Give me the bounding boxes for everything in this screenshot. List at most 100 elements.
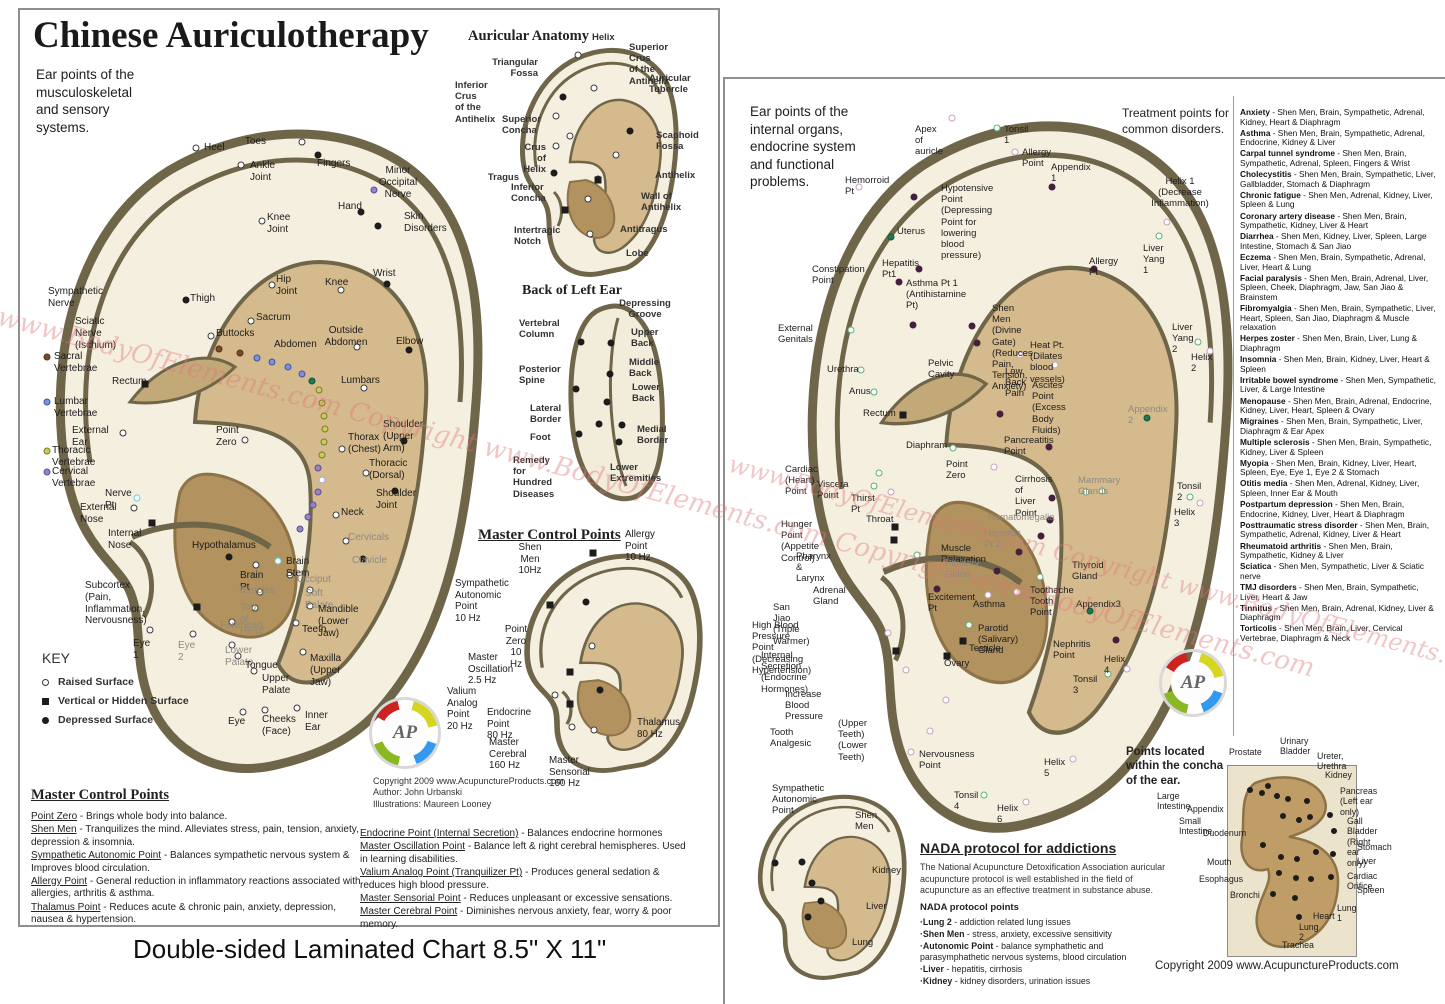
acupoint-dot — [286, 571, 294, 579]
acupoint-dot — [119, 429, 127, 437]
definition-term: Shen Men — [31, 824, 77, 836]
acupoint-dot — [973, 339, 981, 347]
treatment-name: Eczema — [1240, 252, 1271, 263]
nada-point-label: Liver — [866, 901, 887, 912]
acupoint-label: Inner Ear — [305, 710, 328, 733]
master-ear-dot — [568, 723, 576, 731]
caption: Double-sided Laminated Chart 8.5" X 11" — [133, 934, 607, 964]
treatment-entry: Herpes zoster - Shen Men, Brain, Liver, … — [1240, 334, 1440, 353]
treatment-points: - Shen Men, Brain, Adrenal, Endocrine, K… — [1240, 395, 1432, 416]
acupoint-dot — [148, 519, 156, 527]
acupoint-dot — [899, 411, 907, 419]
back-ear-label: Lower Back — [632, 382, 660, 405]
acupoint-dot — [913, 551, 921, 559]
anatomy-label: Tragus — [487, 172, 519, 183]
key-item: Raised Surface — [42, 676, 189, 688]
acupoint-dot — [1045, 443, 1053, 451]
treatment-points: - Shen Men, Brain, Sympathetic, Kidney, … — [1240, 437, 1432, 457]
acupoint-dot — [337, 286, 345, 294]
acupoint-dot — [1194, 338, 1202, 346]
anatomy-label: Antitragus — [620, 224, 668, 235]
treatment-points: - Shen Men, Brain, Sympathetic, Liver, D… — [1240, 416, 1423, 436]
concha-point-dot — [1270, 891, 1276, 897]
treatment-entry: Sciatica - Shen Men, Sympathetic, Liver … — [1240, 561, 1440, 581]
master-ear-dot — [582, 598, 590, 606]
treatment-name: Cholecystitis — [1240, 169, 1292, 180]
acupoint-label: Low Back Pain — [1005, 366, 1027, 400]
treatment-entry: Menopause - Shen Men, Brain, Adrenal, En… — [1240, 395, 1440, 416]
acupoint-dot — [405, 346, 413, 354]
concha-point-label: Gall Bladder (Right ear only) — [1347, 816, 1378, 868]
back-ear-dot — [572, 385, 580, 393]
key-marker-icon — [42, 716, 49, 724]
acupoint-dot — [353, 343, 361, 351]
concha-point-label: Bronchi — [1230, 890, 1260, 900]
nada-point-entry: ·Liver - hepatitis, cirrhosis — [920, 964, 1172, 975]
concha-illustration — [1240, 776, 1340, 949]
acupoint-dot — [318, 399, 326, 407]
nada-heading: NADA protocol for addictions — [920, 840, 1117, 856]
acupoint-dot — [1112, 636, 1120, 644]
treatment-name: Sciatica — [1240, 561, 1272, 572]
acupoint-dot — [1123, 665, 1131, 673]
anatomy-dot — [559, 93, 567, 101]
acupoint-label: Excitement Pt — [928, 592, 975, 615]
acupoint-label: Helix 4 — [1104, 654, 1126, 677]
definition-entry: Valium Analog Point (Tranquilizer Pt) - … — [360, 867, 696, 892]
acupoint-dot — [253, 354, 261, 362]
acupoint-label: Sacrum — [256, 312, 291, 323]
treatment-points: - Shen Men, Brain, Adrenal, Kidney, Live… — [1240, 602, 1434, 623]
acupoint-dot — [891, 523, 899, 531]
acupoint-label: Brain Pt — [240, 570, 264, 593]
treatment-entry: Otitis media - Shen Men, Adrenal, Kidney… — [1240, 479, 1440, 498]
acupoint-dot — [309, 501, 317, 509]
treatment-name: Torticolis — [1240, 623, 1277, 634]
treatment-entry: Posttraumatic stress disorder - Shen Men… — [1240, 520, 1440, 540]
acupoint-label: Urethra — [827, 364, 859, 375]
acupoint-dot — [362, 469, 370, 477]
anatomy-ear-illustration — [519, 47, 679, 277]
concha-point-label: Lung 1 — [1337, 903, 1357, 924]
acupoint-label: Tonsil 1 — [1004, 124, 1029, 147]
acupoint-dot — [1022, 798, 1030, 806]
acupoint-label: Anus — [849, 386, 871, 397]
acupoint-label: Thoracic Vertebrae — [52, 445, 96, 468]
definition-term: Sympathetic Autonomic Point — [31, 850, 162, 862]
definition-text: - Reduces acute & chronic pain, anxiety,… — [31, 901, 336, 926]
key-marker-icon — [42, 697, 49, 705]
concha-point-dot — [1308, 876, 1314, 882]
nada-point-label: Sympathetic Autonomic Point — [772, 783, 825, 817]
back-ear-label: Remedy for Hundred Diseases — [513, 455, 555, 500]
treatment-entry: Cholecystitis - Shen Men, Brain, Sympath… — [1240, 169, 1440, 189]
acupoint-label: Appendix3 — [1076, 599, 1121, 610]
treatment-points: - Shen Men, Brain, Liver, Cervical Verte… — [1240, 623, 1403, 644]
definition-text: - Brings whole body into balance. — [77, 811, 228, 822]
right-copyright: Copyright 2009 www.AcupunctureProducts.c… — [1155, 960, 1399, 972]
left-page-subtitle: Ear points of the musculoskeletal and se… — [36, 67, 135, 135]
treatment-points: - Shen Men, Brain, Kidney, Liver, Heart,… — [1240, 457, 1417, 478]
treatment-name: Multiple sclerosis — [1240, 437, 1310, 447]
master-ear-illustration — [524, 553, 703, 773]
definition-entry: Shen Men - Tranquilizes the mind. Allevi… — [31, 824, 364, 849]
acupoint-label: Pharynx & Larynx — [796, 551, 831, 585]
acupoint-dot — [252, 561, 260, 569]
nada-point-text: - hepatitis, cirrhosis — [943, 963, 1023, 974]
anatomy-label: Antihelix — [655, 170, 696, 181]
acupuncture-products-logo: AP — [372, 700, 438, 766]
acupoint-dot — [298, 138, 306, 146]
acupoint-dot — [247, 317, 255, 325]
acupoint-label: Knee — [325, 277, 349, 288]
acupoint-label: Temples — [238, 585, 276, 596]
concha-point-dot — [1296, 817, 1302, 823]
back-ear-label: Posterior Spine — [519, 364, 561, 387]
definition-text: - General reduction in inflammatory reac… — [31, 875, 361, 900]
concha-point-label: Duodenum — [1203, 828, 1247, 838]
master-ear-dot — [566, 668, 574, 676]
acupoint-label: Allergy Pt — [1089, 256, 1119, 279]
acupoint-label: Top of Head — [240, 602, 264, 637]
acupoint-label: Diaphram — [906, 440, 948, 451]
treatment-name: Facial paralysis — [1240, 272, 1302, 283]
acupoint-label: Occiput — [297, 574, 331, 585]
acupoint-label: Nerve Pt — [105, 488, 132, 511]
